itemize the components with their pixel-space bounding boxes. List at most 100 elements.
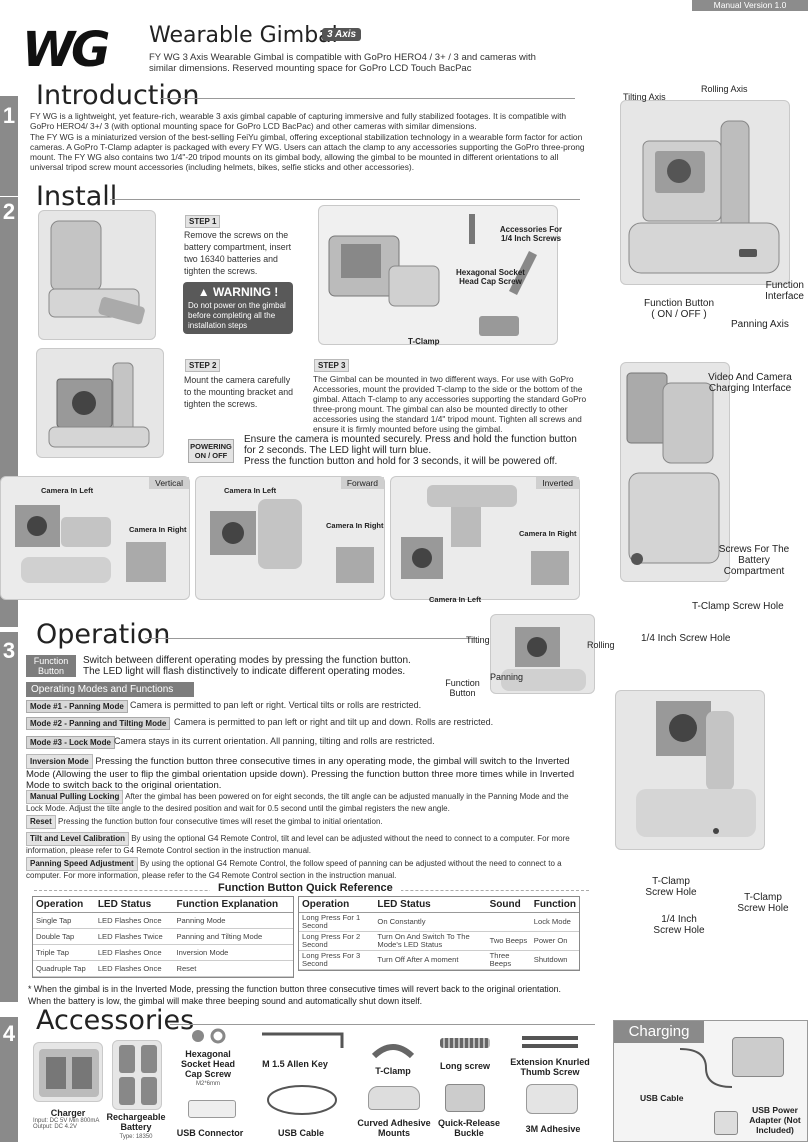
hex-screw-label: Hexagonal Socket Head Cap Screw [456, 268, 525, 286]
screws-battery-label: Screws For The Battery Compartment [718, 544, 790, 577]
function-button-label: Function Button [445, 678, 480, 698]
camera-right-label: Camera In Right [326, 521, 384, 530]
quick-ref-title: Function Button Quick Reference [210, 882, 401, 894]
charger-label: Charger Input: DC 5V Min 800mA Output: D… [33, 1108, 103, 1130]
powering-tag: POWERING ON / OFF [188, 439, 234, 463]
table-cell: Triple Tap [33, 944, 95, 961]
accessories-screws-label: Accessories For 1/4 Inch Screws [499, 225, 563, 243]
adhesive-label: 3M Adhesive [525, 1124, 581, 1134]
manual-block: Manual Pulling Locking After the gimbal … [26, 790, 586, 814]
quick-ref-left-table: Operation LED Status Function Explanatio… [32, 896, 294, 978]
table-cell: Long Press For 2 Second [299, 931, 375, 951]
allen-key-label: M 1.5 Allen Key [262, 1059, 328, 1069]
table-cell: Turn Off After A moment [374, 950, 487, 970]
camera-left-label: Camera In Left [429, 595, 482, 604]
operation-gimbal-illustration [490, 614, 595, 694]
mode1-text: Camera is permitted to pan left or right… [130, 700, 422, 710]
tilting-axis-label: Tilting Axis [623, 92, 666, 102]
tclamp-drawing [328, 214, 537, 336]
camera-right-label: Camera In Right [129, 525, 187, 534]
table-cell: LED Flashes Twice [94, 928, 174, 945]
battery-label: Rechargeable Battery Type: 18350 [104, 1112, 168, 1142]
section-number: 3 [0, 632, 18, 1002]
curved-mount-icon [368, 1086, 420, 1110]
ext-screw-icon [520, 1034, 580, 1050]
table-cell: Power On [530, 931, 579, 951]
battery-name: Rechargeable Battery [106, 1112, 166, 1132]
table-cell: Lock Mode [530, 912, 579, 932]
section-number: 1 [0, 96, 18, 196]
battery-drawing [48, 220, 145, 325]
orientation-vertical-panel: Vertical Camera In Left Camera In Right [0, 476, 190, 600]
usb-connector-icon [188, 1100, 236, 1118]
orientation-forward-panel: Forward Camera In Left Camera In Right [195, 476, 385, 600]
mode3-tag: Mode #3 - Lock Mode [26, 736, 115, 749]
header-subtitle: FY WG 3 Axis Wearable Gimbal is compatib… [149, 52, 536, 74]
table-cell: Panning and Tilting Mode [173, 928, 293, 945]
inversion-tag: Inversion Mode [26, 754, 93, 769]
hex-size: M2*6mm [195, 1081, 220, 1087]
table-header: LED Status [374, 897, 487, 913]
charger-illustration [33, 1042, 103, 1102]
logo: WG [22, 22, 110, 78]
gimbal-axes-illustration [620, 100, 790, 285]
table-cell: Turn On And Switch To The Mode's LED Sta… [374, 931, 487, 951]
charger-spec: Input: DC 5V Min 800mA [33, 1118, 100, 1124]
func-line: Switch between different operating modes… [83, 655, 411, 666]
reset-block: Reset Pressing the function button four … [26, 815, 586, 829]
mode2-text: Camera is permitted to pan left or right… [174, 717, 494, 727]
table-cell: LED Flashes Once [94, 960, 174, 977]
step-tag: STEP 1 [185, 215, 221, 228]
hex-name: Hexagonal Socket Head Cap Screw [180, 1049, 236, 1079]
quarter-hole-label: 1/4 Inch Screw Hole [653, 914, 705, 936]
allen-key-icon [258, 1030, 348, 1052]
panning-label: Panning [490, 672, 524, 682]
right-table: Operation LED Status Sound Function Long… [299, 897, 579, 970]
table-cell: Reset [173, 960, 293, 977]
warning-title: ▲ WARNING ! [188, 285, 288, 299]
ext-screw-label: Extension Knurled Thumb Screw [510, 1057, 590, 1077]
section-divider [145, 638, 475, 639]
adhesive-icon [526, 1084, 578, 1114]
manual-version: Manual Version 1.0 [692, 0, 808, 11]
table-cell [486, 912, 531, 932]
orientation-tag: Inverted [536, 477, 579, 489]
usb-cable-icon [262, 1080, 342, 1120]
rolling-axis-label: Rolling Axis [701, 84, 748, 94]
hex-screw-label: Hexagonal Socket Head Cap Screw M2*6mm [172, 1049, 244, 1089]
section-title-install: Install [36, 181, 118, 212]
table-header: LED Status [94, 897, 174, 913]
inversion-block: Inversion Mode Pressing the function but… [26, 754, 586, 791]
powering-line: for 2 seconds. The LED light will turn b… [244, 445, 432, 456]
table-cell: Two Beeps [486, 931, 531, 951]
panspeed-tag: Panning Speed Adjustment [26, 857, 138, 871]
quick-ref-right-table: Operation LED Status Sound Function Long… [298, 896, 580, 971]
table-header-row: Operation LED Status Sound Function [299, 897, 579, 913]
table-header: Operation [33, 897, 95, 913]
usb-connector-label: USB Connector [176, 1128, 244, 1138]
function-button-tag: Function Button [26, 655, 76, 677]
vertical-drawing [15, 505, 166, 583]
orientation-tag: Forward [340, 477, 384, 489]
mode3-text: Camera stays in its current orientation.… [114, 736, 435, 746]
orientation-tag: Vertical [149, 477, 189, 489]
function-interface-label: Function Interface [765, 280, 804, 302]
function-button-label: Function Button ( ON / OFF ) [638, 298, 720, 320]
charger-spec: Output: DC 4.2V [33, 1124, 78, 1130]
table-cell: Three Beeps [486, 950, 531, 970]
long-screw-label: Long screw [439, 1061, 490, 1071]
table-header-row: Operation LED Status Function Explanatio… [33, 897, 293, 913]
charger-dock-icon [732, 1037, 784, 1077]
mode1-tag: Mode #1 - Panning Mode [26, 700, 128, 713]
step2-text: Mount the camera carefully to the mounti… [184, 375, 294, 409]
tilt-tag: Tilt and Level Calibration [26, 832, 129, 846]
function-button-text: Function Button [643, 298, 715, 309]
section-divider [170, 1024, 595, 1025]
long-screw-icon [440, 1038, 490, 1048]
power-adapter-icon [714, 1111, 738, 1135]
table-header: Function [530, 897, 579, 913]
